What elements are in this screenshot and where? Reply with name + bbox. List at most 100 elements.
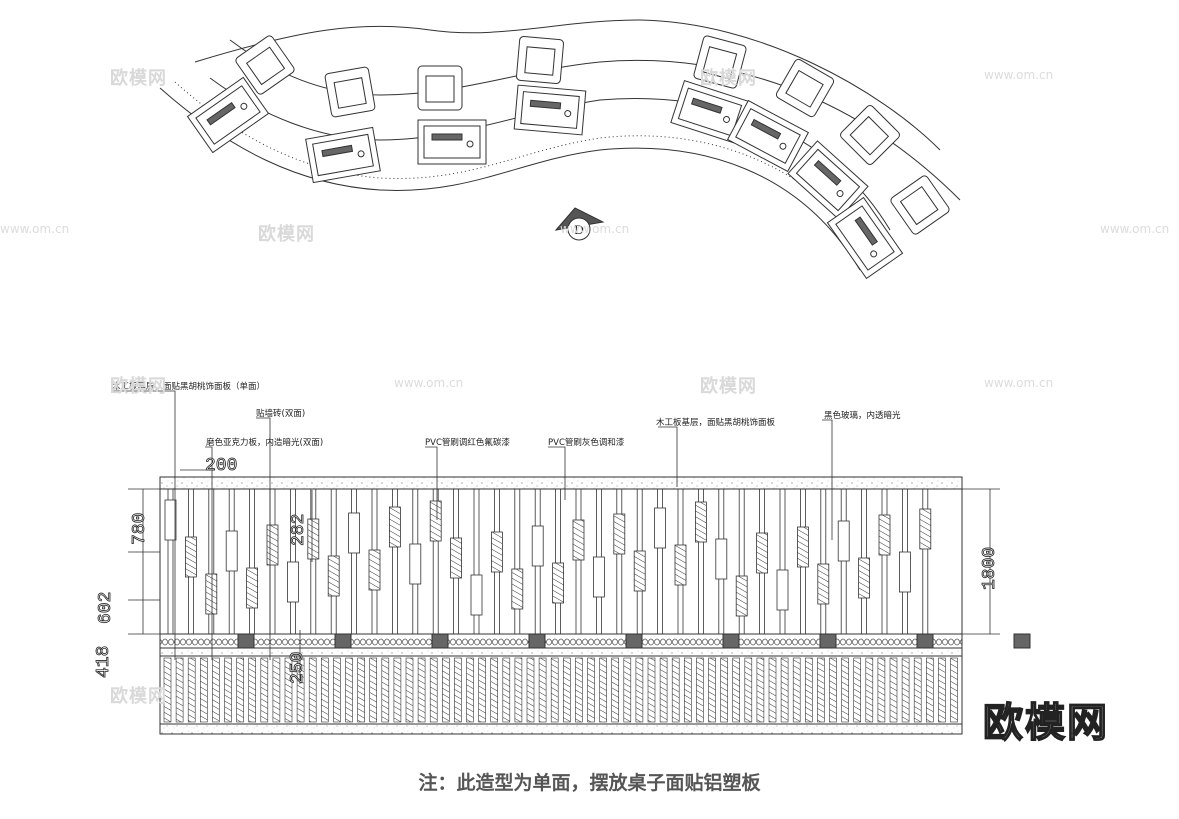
base-slat [950,657,958,723]
annotation-pvc-red: PVC管刷调红色氟碳漆 [425,437,510,448]
brand-logo: 欧模网 [982,699,1109,747]
base-slat [841,657,849,723]
annotation-wall-tile: 贴墙砖(双面) [256,408,305,419]
base-slat-array [163,657,958,723]
plan-desk-top [677,87,743,137]
annotation-acrylic: 磨色亚克力板，内造暗光(双面) [206,437,323,448]
base-slat [889,657,898,723]
plan-chair [840,105,900,165]
tube-sleeve [286,561,299,603]
plan-chair-seat [702,46,738,80]
base-slat [260,657,269,723]
tube-sleeve [858,557,870,599]
tube-sleeve [613,513,626,555]
base-slat [587,657,595,723]
plan-chair [775,58,835,118]
plan-desk-mouse [779,142,787,150]
base-slat [671,657,680,723]
plan-chair [417,65,463,111]
base-slat [708,657,716,723]
tube-sleeve [674,544,687,586]
tube-sleeve [470,574,483,616]
watermark-url: www.om.cn [1100,222,1170,236]
watermark-brand: 欧模网 [700,376,757,397]
base-slat [212,657,220,723]
tube-sleeve [490,531,503,573]
band-block [1013,633,1031,649]
plan-desk-top [520,91,580,129]
plan-desk-monitor [750,118,782,140]
watermark-brand: 欧模网 [110,68,167,89]
base-slat [296,657,305,723]
base-slat [647,657,656,723]
base-slat [817,657,825,723]
plan-desk-outline [417,119,487,165]
base-slat [200,657,208,723]
plan-desk [787,140,869,220]
plan-desk-top [312,133,374,177]
tube-sleeve [899,551,911,593]
base-slat [454,657,462,723]
tube-sleeve [715,538,728,580]
tube-sleeve [327,555,340,597]
tube-sleeve [164,499,177,541]
tube-sleeve [572,519,585,561]
base-slat [575,657,583,723]
base-slat [478,657,486,723]
base-slat [925,657,934,723]
plan-chair [890,175,950,235]
section-mark: D [554,207,605,241]
annotation-pvc-grey: PVC管刷灰色调和漆 [548,437,625,448]
plan-chair [515,35,565,85]
tube-sleeve [388,506,401,548]
band-block [722,633,740,649]
tube-sleeve [756,532,768,574]
tube-sleeve [735,575,748,617]
base-slat [526,657,535,723]
tube-sleeve [409,543,422,585]
middle-band [159,633,963,649]
plan-desk-top [835,205,895,271]
plan-view [159,19,961,280]
pvc-tube-array [164,489,932,634]
tube-sleeve [531,525,544,567]
plan-desk-monitor [529,99,562,110]
base-slat [853,657,862,723]
watermark-url: www.om.cn [0,222,70,236]
plan-outer-curve [159,87,861,271]
base-slat [720,657,728,723]
band-block [819,633,837,649]
tube-sleeve [429,500,442,542]
plan-desk-monitor [321,144,354,158]
tube-sleeve [878,514,891,556]
plan-desk-outline [186,76,270,154]
plan-desk-top [195,85,261,145]
plan-desk-mouse [466,140,474,148]
plan-desk-mouse [870,250,878,258]
base-slat [393,657,402,723]
dimension-lines [128,469,1000,684]
base-slat [659,657,668,723]
base-slat [357,657,365,723]
base-slat [829,657,837,723]
annotation-walnut: 木工板基层，面贴黑胡桃饰面板 [656,417,776,428]
band-block [334,633,352,649]
tube-sleeve [184,536,197,578]
dim-282: 282 [289,514,309,546]
plan-desk [513,84,587,136]
tube-sleeve [266,524,279,566]
plan-chair-seat [899,185,939,226]
base-slat [635,657,644,723]
section-mark-label: D [574,222,583,237]
plan-desk-mouse [836,190,844,198]
dim-200: 200 [205,456,237,476]
middle-band-blocks [237,633,1031,649]
base-slat [938,657,946,723]
base-slat [405,657,414,723]
annotation-black-glass: 黑色玻璃，内透暗光 [824,410,901,421]
tube-sleeve [633,550,646,592]
watermark-brand: 欧模网 [258,224,315,245]
plan-desk-mouse [723,115,731,123]
watermark-url: www.om.cn [984,376,1054,390]
